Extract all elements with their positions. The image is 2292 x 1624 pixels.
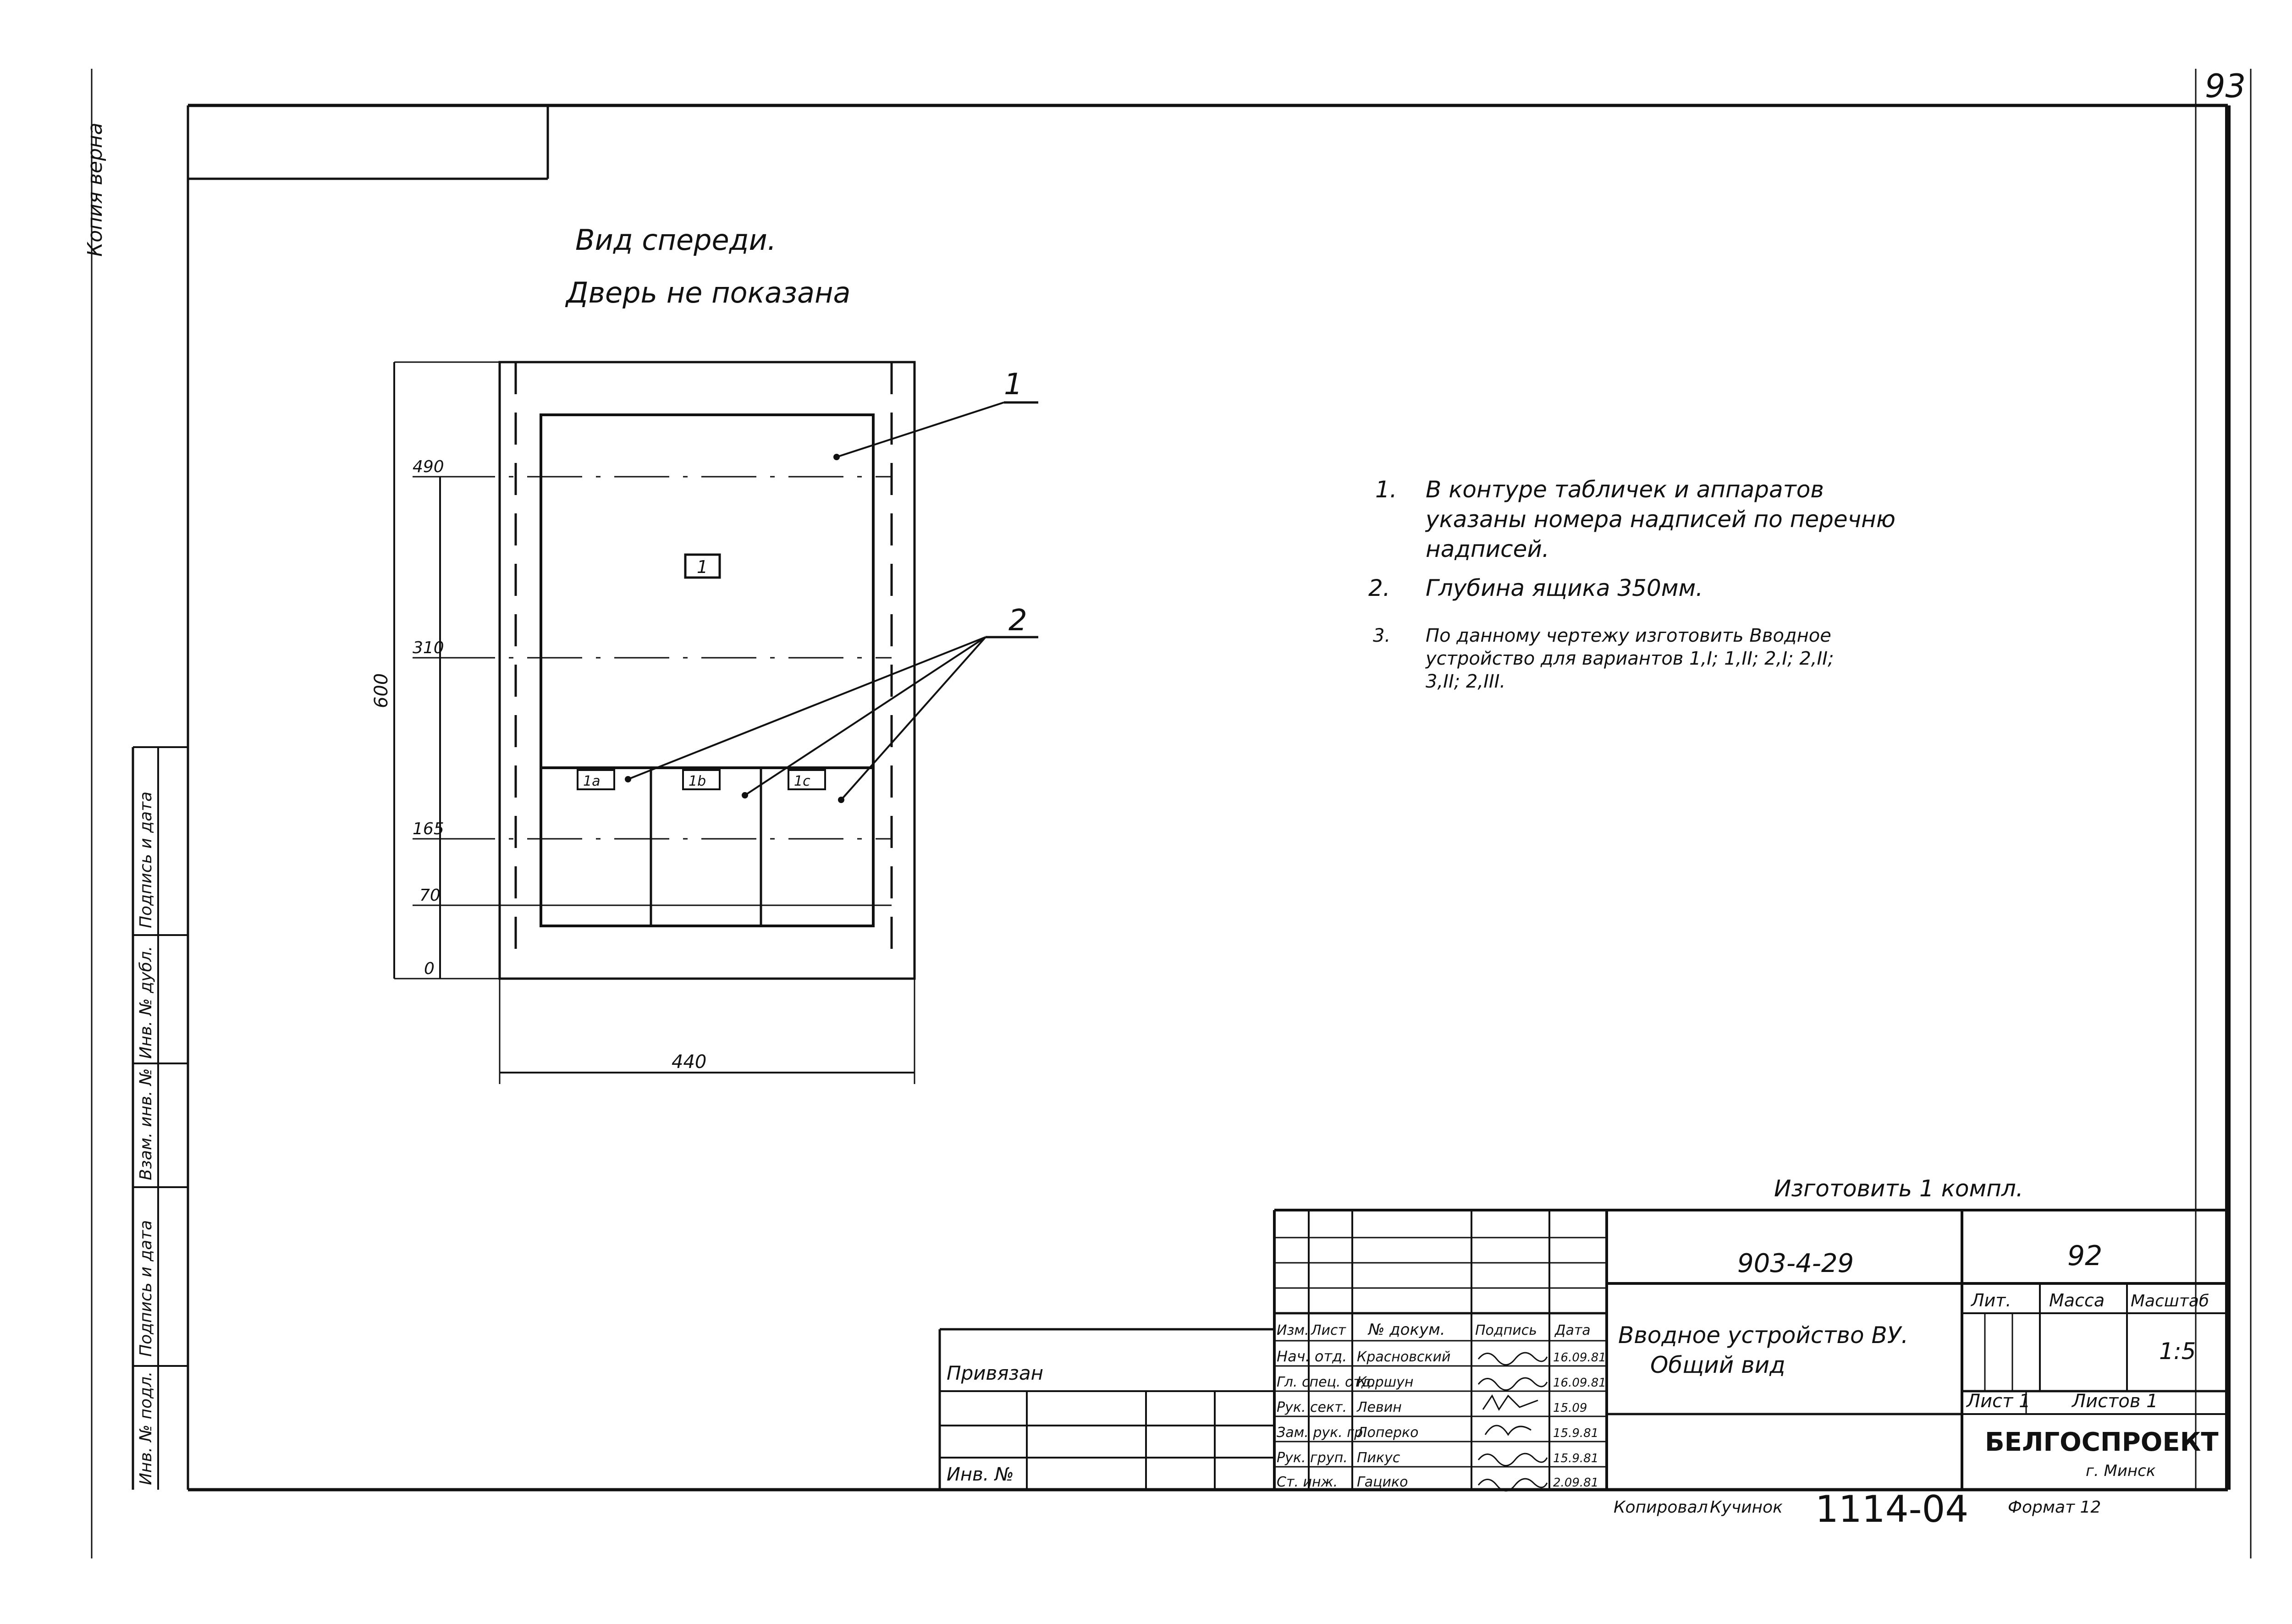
designation: 903-4-29	[1737, 1249, 1854, 1278]
plate-1a-label: 1a	[583, 773, 600, 789]
cabinet-front-view	[440, 361, 916, 980]
sheets-label: Листов 1	[2071, 1391, 2158, 1412]
product-name: Вводное устройство ВУ.	[1618, 1322, 1908, 1349]
header-date: Дата	[1554, 1322, 1591, 1338]
plate-1c	[788, 769, 826, 790]
role-1-date: 16.09.81	[1553, 1351, 1606, 1365]
role-2: Гл. спец. отд.	[1277, 1374, 1375, 1390]
strip-field-inv-podl: Инв. № подл.	[137, 1371, 155, 1485]
dim-level-70: 70	[419, 886, 441, 905]
dim-overall-width: 440	[672, 1051, 706, 1073]
dim-level-0: 0	[424, 959, 435, 978]
role-3: Рук. сект.	[1277, 1399, 1347, 1415]
lower-panel	[540, 766, 875, 927]
role-5-date: 15.9.81	[1553, 1452, 1598, 1465]
plate-1b	[682, 769, 721, 790]
view-subtitle: Дверь не показана	[565, 276, 851, 309]
note-2-line-1: Глубина ящика 350мм.	[1426, 575, 1703, 601]
sheet-code: 92	[2067, 1240, 2102, 1272]
format-label: Формат 12	[2008, 1498, 2101, 1517]
note-1-line-1: В контуре табличек и аппаратов	[1426, 476, 1824, 503]
role-6-date: 2.09.81	[1553, 1476, 1598, 1490]
header-doc: № докум.	[1367, 1321, 1445, 1339]
leader-lines	[625, 401, 1038, 803]
note-2-number: 2.	[1368, 575, 1390, 601]
header-sign: Подпись	[1475, 1322, 1537, 1338]
callout-1: 1	[1004, 368, 1023, 402]
plate-1-label: 1	[697, 557, 708, 577]
role-4-name: Лоперко	[1356, 1425, 1419, 1441]
title-block-right	[1607, 1210, 2228, 1490]
cabinet-outline	[498, 361, 916, 980]
product-view: Общий вид	[1650, 1352, 1785, 1378]
note-1-line-2: указаны номера надписей по перечню	[1425, 506, 1895, 533]
organization: БЕЛГОСПРОЕКТ	[1985, 1427, 2219, 1457]
strip-field-inv-dubl: Инв. № дубл.	[137, 946, 155, 1059]
role-1-name: Красновский	[1357, 1349, 1450, 1365]
signature-table	[1273, 1209, 2228, 1490]
note-3-line-3: 3,II; 2,III.	[1426, 671, 1505, 692]
note-1-line-3: надписей.	[1426, 536, 1549, 562]
sheet-label: Лист 1	[1966, 1391, 2031, 1412]
archive-number: 1114-04	[1815, 1488, 1968, 1530]
scale-label: Масштаб	[2131, 1292, 2209, 1310]
signatures	[1477, 1352, 1548, 1492]
callout-2: 2	[1008, 604, 1027, 638]
plate-1b-label: 1b	[689, 773, 706, 789]
role-2-date: 16.09.81	[1553, 1376, 1606, 1390]
note-3-number: 3.	[1373, 625, 1390, 646]
header-list: Лист	[1311, 1322, 1347, 1338]
role-3-date: 15.09	[1553, 1401, 1587, 1415]
stage-label: Лит.	[1970, 1290, 2011, 1310]
organization-city: г. Минск	[2086, 1462, 2156, 1480]
strip-field-vzam-inv: Взам. инв. №	[137, 1068, 155, 1180]
role-4: Зам. рук. гр.	[1277, 1425, 1367, 1441]
binding-inv-label: Инв. №	[947, 1464, 1014, 1485]
sheet-frame	[91, 69, 2252, 1558]
note-3-line-2: устройство для вариантов 1,I; 1,II; 2,I;…	[1425, 648, 1834, 669]
strip-field-sign-date-1: Подпись и дата	[137, 1220, 155, 1357]
make-note: Изготовить 1 компл.	[1774, 1175, 2023, 1202]
role-6-name: Гацико	[1357, 1474, 1408, 1490]
header-izm: Изм.	[1277, 1322, 1309, 1338]
role-5-name: Пикус	[1357, 1450, 1400, 1466]
copied-by-name: Кучинок	[1710, 1498, 1783, 1517]
role-3-name: Левин	[1356, 1399, 1402, 1415]
note-1-number: 1.	[1375, 476, 1397, 503]
left-strip	[132, 746, 188, 1490]
plate-1	[684, 553, 721, 579]
dim-level-310: 310	[413, 639, 444, 657]
role-6: Ст. инж.	[1277, 1474, 1338, 1490]
role-2-name: Коршун	[1357, 1374, 1414, 1390]
plate-1a	[577, 769, 615, 790]
strip-field-sign-date-2: Подпись и дата	[137, 792, 155, 928]
notes-block: 1. В контуре табличек и аппаратов указан…	[1368, 476, 1895, 692]
scale-value: 1:5	[2159, 1338, 2196, 1365]
role-1: Нач. отд.	[1277, 1348, 1347, 1365]
role-4-date: 15.9.81	[1553, 1426, 1598, 1440]
view-title: Вид спереди.	[575, 223, 777, 257]
upper-panel	[540, 413, 875, 769]
page-number: 93	[2205, 67, 2246, 105]
binding-label: Привязан	[947, 1362, 1043, 1384]
note-3-line-1: По данному чертежу изготовить Вводное	[1426, 625, 1831, 646]
dim-overall-height: 600	[371, 673, 392, 708]
copied-by-label: Копировал	[1614, 1498, 1708, 1517]
dim-level-490: 490	[413, 457, 444, 476]
binding-block	[938, 1328, 1274, 1490]
mass-label: Масса	[2049, 1290, 2105, 1310]
vertical-dimensions	[393, 361, 500, 980]
role-5: Рук. груп.	[1277, 1450, 1348, 1466]
horizontal-dimension	[499, 979, 915, 1084]
dim-level-165: 165	[413, 820, 444, 838]
plate-1c-label: 1c	[794, 773, 810, 789]
copy-stamp: Копия верна	[83, 122, 107, 257]
